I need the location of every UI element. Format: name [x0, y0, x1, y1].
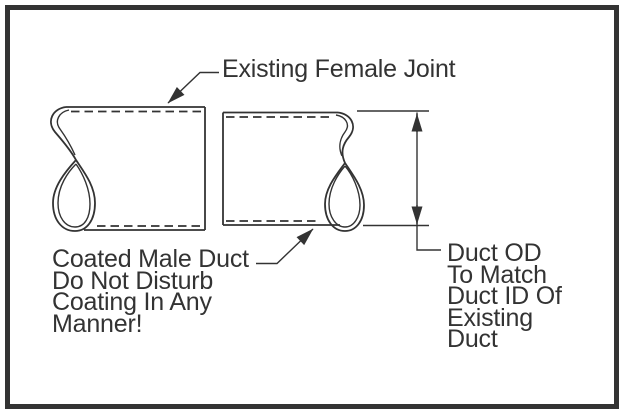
male-duct-label-line: Coating In Any: [52, 288, 212, 316]
duct-od-label-line: Existing: [447, 303, 533, 332]
male-curl-seam: [324, 111, 365, 232]
male-duct-label-line: Do Not Disturb: [52, 266, 214, 295]
female-joint-leader-arrow-icon: [167, 71, 219, 104]
female-joint-label: Existing Female Joint: [222, 55, 456, 83]
od-dimension: [357, 110, 441, 251]
male-duct-leader-arrow-icon: [256, 228, 314, 265]
female-curl-seam: [50, 106, 96, 232]
male-duct-label: Coated Male Duct Do Not Disturb Coating …: [52, 245, 249, 338]
dimension-leader-line: [416, 112, 441, 251]
duct-od-label-line: Duct ID Of: [447, 282, 562, 310]
male-duct-shape: [222, 111, 365, 232]
duct-od-label-line: Duct: [447, 325, 498, 353]
duct-od-label-line: To Match: [447, 260, 547, 289]
duct-od-label-line: Duct OD: [447, 239, 542, 267]
male-duct-label-line: Manner!: [52, 309, 143, 338]
female-duct-shape: [50, 106, 206, 232]
male-duct-label-line: Coated Male Duct: [52, 245, 249, 273]
duct-od-label: Duct OD To Match Duct ID Of Existing Duc…: [447, 239, 562, 353]
